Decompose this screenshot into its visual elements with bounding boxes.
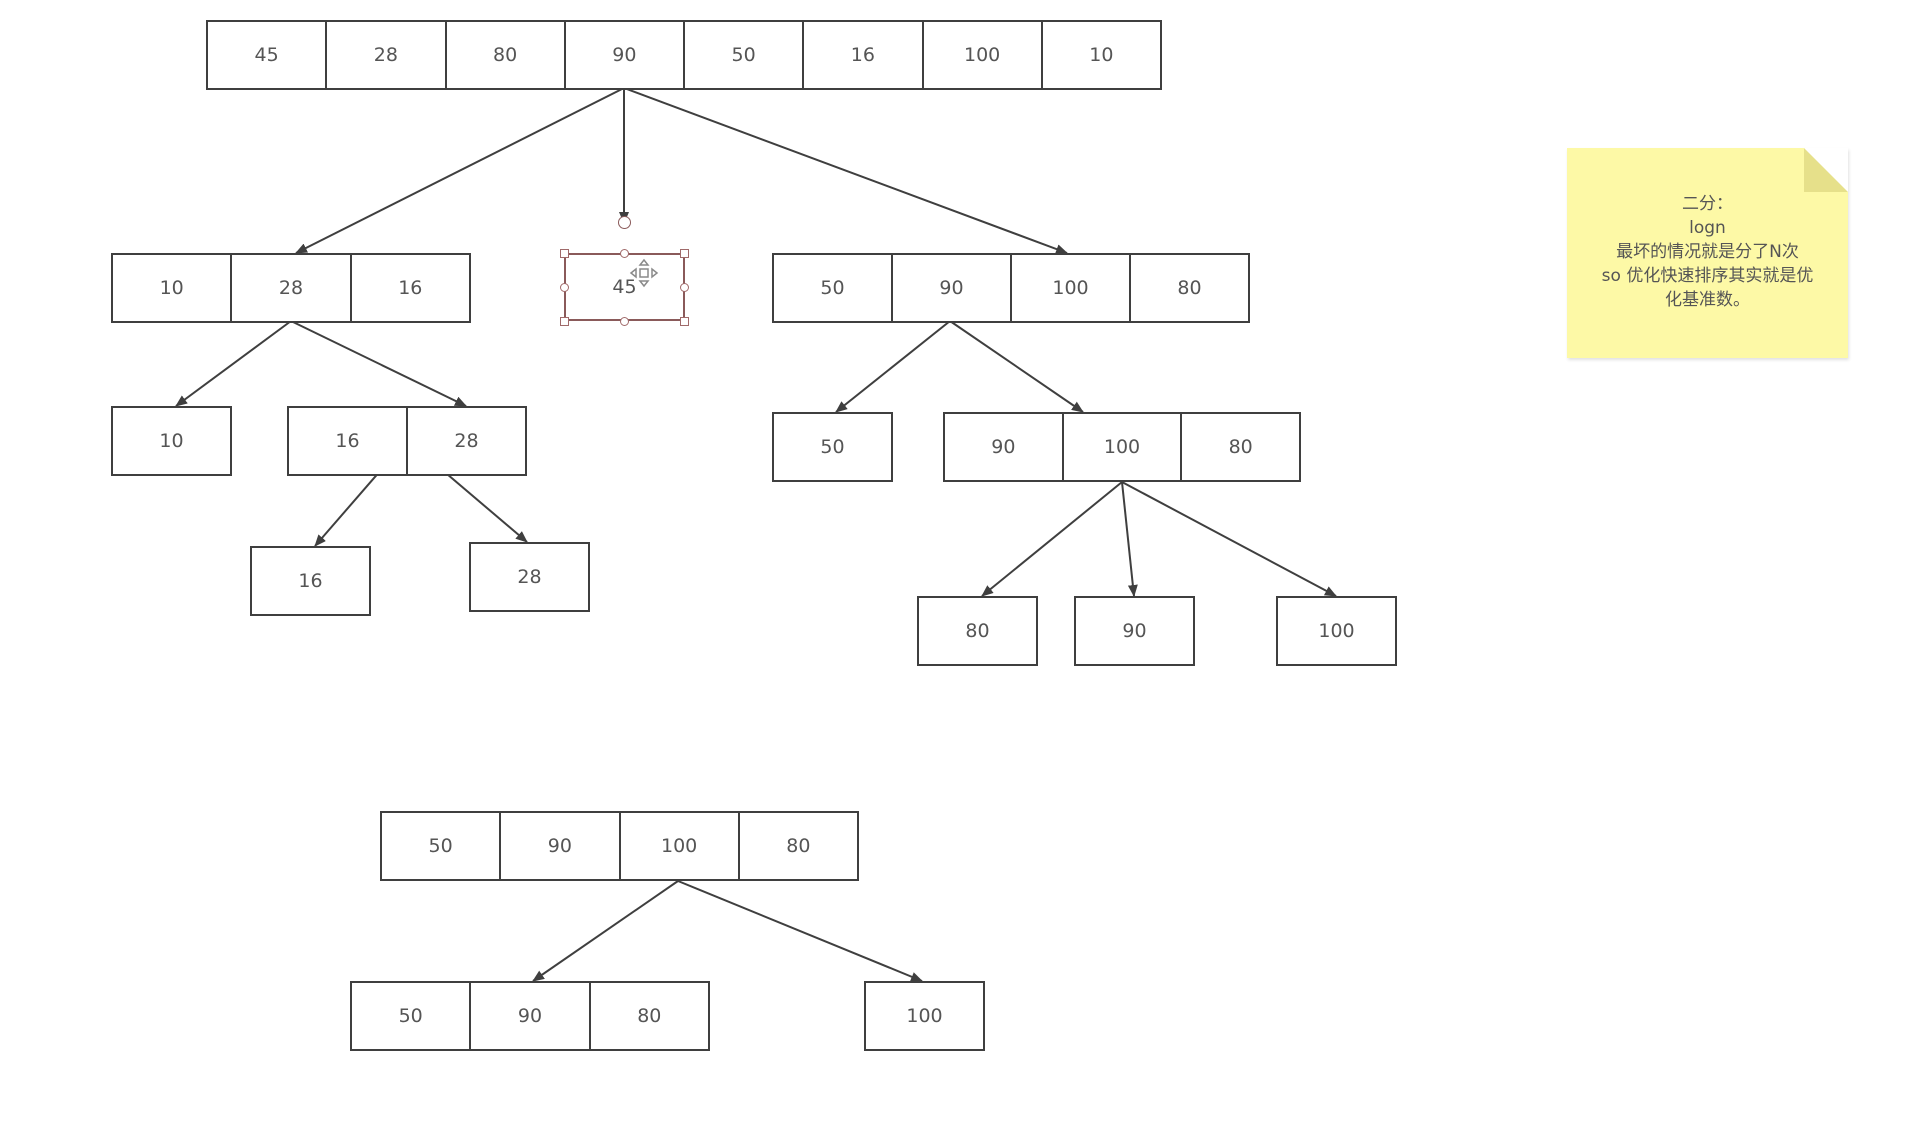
array-right-right-b[interactable]: 90 — [1074, 596, 1195, 666]
array-second-left[interactable]: 50 90 80 — [350, 981, 710, 1051]
array-cell: 90 — [893, 255, 1012, 321]
array-cell: 80 — [447, 22, 566, 88]
array-cell: 28 — [454, 430, 479, 452]
note-line: 最坏的情况就是分了N次 — [1616, 242, 1799, 262]
array-cell: 16 — [804, 22, 924, 88]
note-fold-corner — [1804, 148, 1848, 192]
arrow-right-right-to-100 — [1121, 481, 1337, 597]
array-cell: 100 — [1318, 620, 1355, 642]
move-cross-icon — [629, 258, 659, 288]
array-cell: 80 — [637, 1005, 662, 1027]
array-cell: 50 — [352, 983, 472, 1049]
arrow-root-to-right — [623, 87, 1068, 254]
arrow-right-right-to-80 — [981, 481, 1123, 597]
arrow-right-to-right-right — [949, 320, 1084, 413]
array-cell: 28 — [327, 22, 447, 88]
array-right-right[interactable]: 90 100 80 — [943, 412, 1301, 482]
array-cell: 50 — [820, 436, 845, 458]
array-cell: 80 — [1228, 436, 1253, 458]
array-cell: 28 — [232, 255, 352, 321]
array-cell: 90 — [945, 414, 1064, 480]
array-cell: 50 — [382, 813, 502, 879]
array-cell: 90 — [1122, 620, 1147, 642]
note-line: 化基准数。 — [1665, 290, 1750, 310]
resize-handle-bl[interactable] — [560, 317, 569, 326]
array-cell: 45 — [208, 22, 328, 88]
array-cell: 100 — [924, 22, 1043, 88]
resize-handle-br[interactable] — [680, 317, 689, 326]
resize-handle-tr[interactable] — [680, 249, 689, 258]
arrow-second-root-to-right — [677, 880, 923, 982]
arrow-right-right-to-90 — [1121, 481, 1138, 597]
array-right[interactable]: 50 90 100 80 — [772, 253, 1250, 323]
sticky-note[interactable]: 二分： logn 最坏的情况就是分了N次 so 优化快速排序其实就是优 化基准数… — [1567, 148, 1848, 358]
arrow-second-root-to-left — [532, 880, 679, 982]
array-cell: 10 — [113, 255, 233, 321]
note-text: 二分： logn 最坏的情况就是分了N次 so 优化快速排序其实就是优 化基准数… — [1577, 192, 1838, 312]
resize-handle-ml[interactable] — [560, 283, 569, 292]
arrow-root-to-left — [295, 87, 625, 254]
array-cell: 16 — [298, 570, 323, 592]
array-left-right[interactable]: 16 28 — [287, 406, 527, 476]
note-line: 二分： — [1682, 194, 1733, 214]
array-cell: 50 — [774, 255, 893, 321]
array-cell: 100 — [1064, 414, 1183, 480]
arrow-left-to-left-right — [290, 320, 467, 407]
array-right-left[interactable]: 50 — [772, 412, 893, 482]
array-cell: 28 — [517, 566, 542, 588]
arrow-left-to-left-left — [175, 320, 292, 407]
resize-handle-tl[interactable] — [560, 249, 569, 258]
note-line: logn — [1689, 218, 1726, 238]
array-cell: 100 — [906, 1005, 943, 1027]
array-left-right-left[interactable]: 16 — [250, 546, 371, 616]
array-left-left[interactable]: 10 — [111, 406, 232, 476]
array-cell: 50 — [685, 22, 805, 88]
array-cell: 80 — [1177, 277, 1202, 299]
array-cell: 100 — [621, 813, 740, 879]
array-cell: 90 — [471, 983, 591, 1049]
rotate-handle[interactable] — [618, 216, 631, 229]
array-cell: 10 — [159, 430, 184, 452]
pivot-box[interactable]: 45 — [564, 253, 685, 321]
array-left-right-right[interactable]: 28 — [469, 542, 590, 612]
array-cell: 16 — [398, 277, 423, 299]
resize-handle-mr[interactable] — [680, 283, 689, 292]
array-cell: 100 — [1012, 255, 1131, 321]
array-second-right[interactable]: 100 — [864, 981, 985, 1051]
arrow-right-to-right-left — [835, 320, 951, 413]
array-cell: 80 — [965, 620, 990, 642]
resize-handle-tc[interactable] — [620, 249, 629, 258]
array-left[interactable]: 10 28 16 — [111, 253, 471, 323]
array-right-right-a[interactable]: 80 — [917, 596, 1038, 666]
note-line: so 优化快速排序其实就是优 — [1601, 266, 1814, 286]
array-cell: 16 — [289, 408, 408, 474]
array-cell: 90 — [501, 813, 621, 879]
array-second-root[interactable]: 50 90 100 80 — [380, 811, 859, 881]
resize-handle-bc[interactable] — [620, 317, 629, 326]
array-cell: 90 — [566, 22, 685, 88]
array-cell: 80 — [786, 835, 811, 857]
array-root[interactable]: 45 28 80 90 50 16 100 10 — [206, 20, 1162, 90]
array-right-right-c[interactable]: 100 — [1276, 596, 1397, 666]
array-cell: 10 — [1089, 44, 1114, 66]
